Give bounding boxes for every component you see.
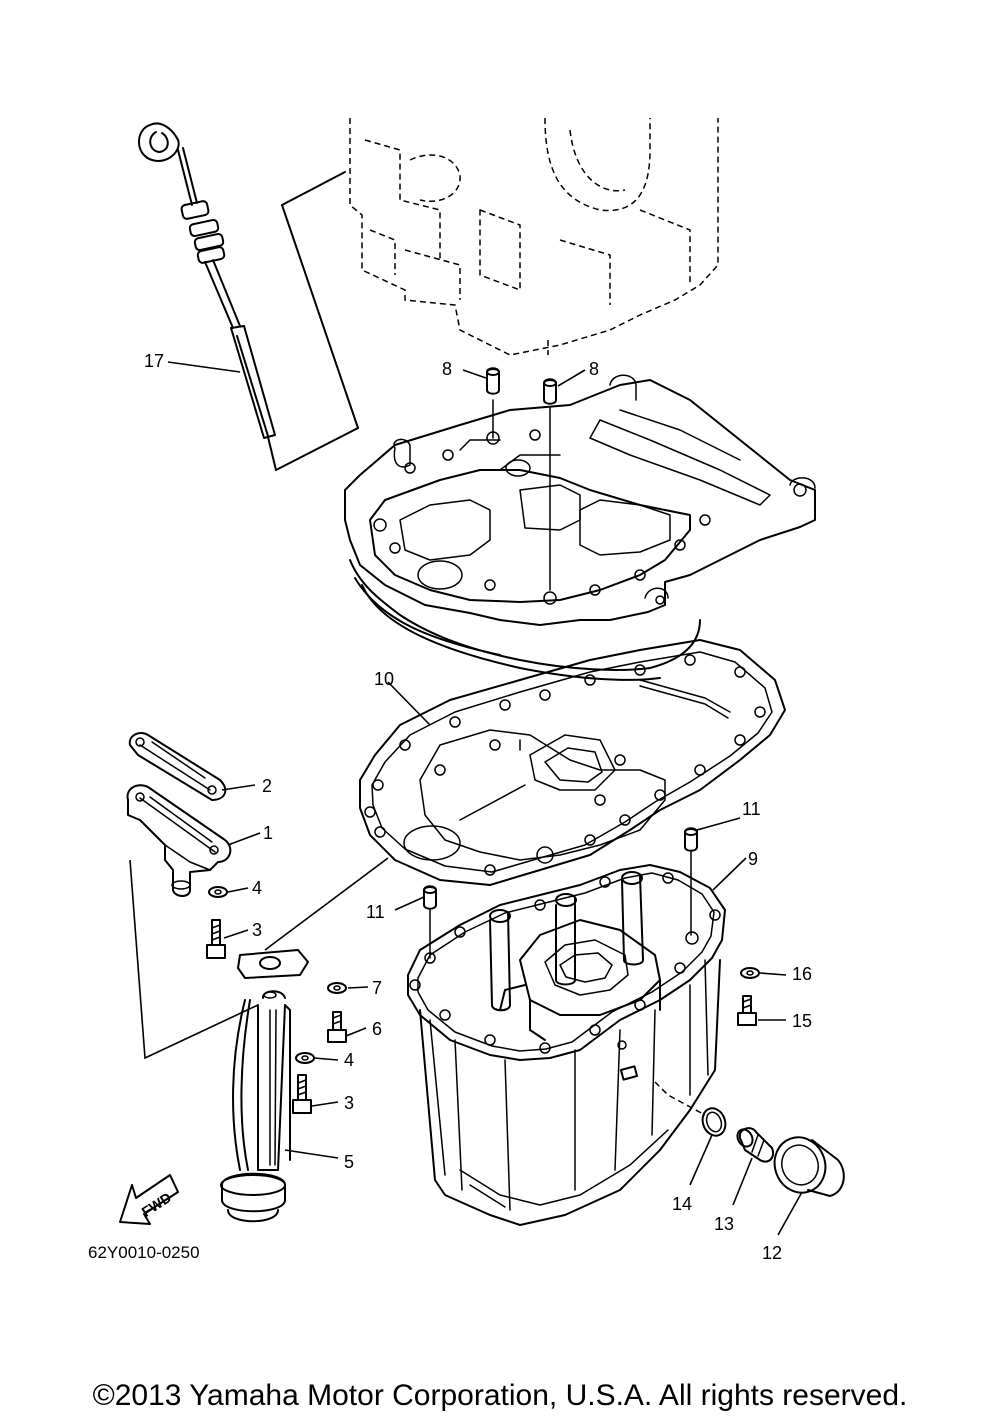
callout-10: 10: [374, 669, 394, 689]
callout-2: 2: [262, 776, 272, 796]
oil-pan-9: [407, 864, 726, 1226]
drain-plug-13: [736, 1127, 774, 1163]
leader-lines: [167, 361, 803, 1236]
oil-pan-bolt-holes: [409, 872, 721, 1054]
dipstick: [138, 122, 276, 439]
engine-block-phantom: [349, 117, 719, 356]
strainer-housing-1: [126, 784, 232, 897]
callout-8-right: 8: [589, 359, 599, 379]
washer-7: [327, 982, 347, 994]
oil-strainer-5: [220, 949, 309, 1223]
callout-16: 16: [792, 964, 812, 984]
callout-11-left: 11: [366, 902, 385, 922]
part-code: 62Y0010-0250: [88, 1243, 200, 1262]
plug-cap-12: [773, 1136, 845, 1197]
forward-direction-arrow: FWD: [119, 1174, 179, 1225]
strainer-gasket-2: [128, 732, 227, 801]
copyright-notice: ©2013 Yamaha Motor Corporation, U.S.A. A…: [92, 1379, 908, 1412]
callout-4-bottom: 4: [344, 1050, 354, 1070]
callout-6: 6: [372, 1019, 382, 1039]
dowel-pins-11: [423, 827, 698, 959]
callout-15: 15: [792, 1011, 812, 1031]
gasket-bolt-holes: [364, 654, 766, 876]
bolt-6: [327, 1011, 347, 1043]
gasket-14: [701, 1107, 727, 1137]
callout-3-top: 3: [252, 920, 262, 940]
callout-numbers: 17 8 8 10 2 1 4 3 7 6 4 3 5 11 11 9 16 1…: [144, 351, 812, 1263]
callout-17: 17: [144, 351, 164, 371]
callout-3-bottom: 3: [344, 1093, 354, 1113]
callout-1: 1: [263, 823, 273, 843]
dipstick-bracket: [267, 171, 359, 471]
callout-13: 13: [714, 1214, 734, 1234]
callout-14: 14: [672, 1194, 692, 1214]
assembly-bracket-lines: [129, 857, 389, 1060]
callout-12: 12: [762, 1243, 782, 1263]
callout-5: 5: [344, 1152, 354, 1172]
callout-7: 7: [372, 978, 382, 998]
callout-8-left: 8: [442, 359, 452, 379]
washer-16: [740, 967, 760, 979]
callout-9: 9: [748, 849, 758, 869]
callout-11-right: 11: [742, 799, 761, 819]
bolt-15: [737, 995, 757, 1026]
callout-4-top: 4: [252, 878, 262, 898]
upper-casing: [344, 374, 816, 681]
dowel-pins-8: [486, 340, 557, 591]
gasket-10: [359, 639, 786, 886]
bolts-3: [206, 919, 312, 1114]
